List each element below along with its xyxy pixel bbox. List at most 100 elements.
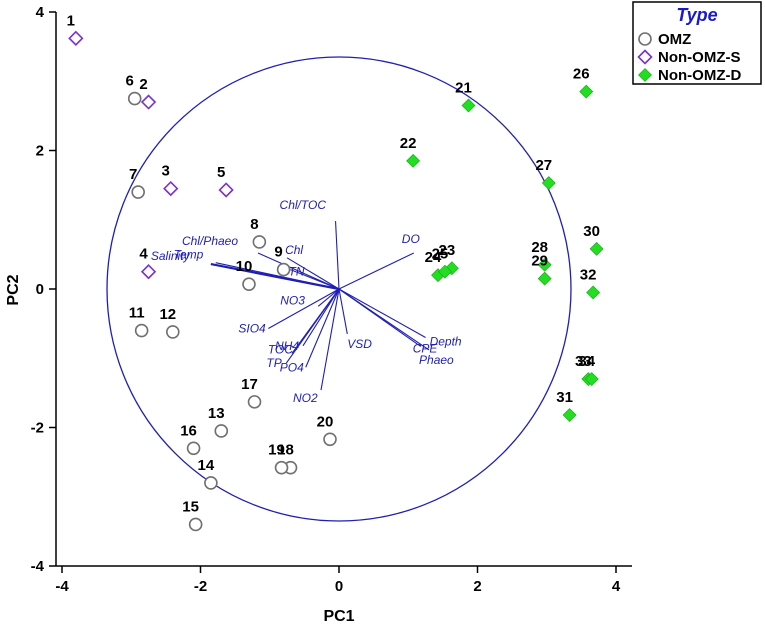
y-tick-label: -2 bbox=[31, 420, 44, 437]
loading-vector bbox=[302, 288, 340, 347]
point-label: 10 bbox=[236, 258, 253, 275]
vector-label: Phaeo bbox=[419, 353, 454, 367]
data-point bbox=[204, 476, 218, 490]
point-label: 25 bbox=[432, 246, 449, 263]
legend-box bbox=[632, 1, 762, 85]
x-axis-label: PC1 bbox=[323, 608, 354, 625]
vector-label: Chl bbox=[285, 243, 303, 257]
legend-label: Non-OMZ-D bbox=[658, 67, 741, 84]
point-label: 8 bbox=[250, 216, 258, 233]
legend-title: Type bbox=[676, 5, 717, 25]
x-tick-label: -2 bbox=[194, 578, 207, 595]
data-point bbox=[406, 153, 421, 168]
point-label: 5 bbox=[217, 164, 225, 181]
point-label: 26 bbox=[573, 66, 590, 83]
data-point bbox=[541, 176, 556, 190]
data-point bbox=[589, 241, 604, 256]
y-axis-label: PC2 bbox=[5, 274, 22, 305]
legend-marker bbox=[637, 49, 653, 65]
point-label: 34 bbox=[578, 353, 595, 370]
data-point bbox=[131, 185, 145, 199]
x-tick-label: 4 bbox=[612, 578, 621, 595]
loading-vector bbox=[257, 252, 340, 290]
vector-label: TN bbox=[289, 265, 305, 279]
loading-vector-emphasis bbox=[210, 262, 340, 291]
data-point bbox=[274, 460, 289, 475]
data-point bbox=[140, 94, 157, 110]
point-label: 29 bbox=[531, 253, 548, 270]
point-label: 18 bbox=[277, 442, 294, 459]
data-point bbox=[68, 30, 84, 46]
point-label: 4 bbox=[139, 246, 148, 263]
y-tick-label: 4 bbox=[36, 4, 45, 21]
data-point bbox=[584, 372, 599, 386]
data-point bbox=[252, 235, 267, 249]
vector-label: Depth bbox=[430, 334, 462, 348]
point-label: 13 bbox=[208, 405, 225, 422]
correlation-circle bbox=[106, 56, 572, 522]
loading-vector bbox=[290, 269, 340, 290]
vector-label: CPE bbox=[413, 341, 439, 355]
vector-label: TOC bbox=[268, 342, 293, 356]
data-point bbox=[276, 262, 291, 277]
data-point bbox=[586, 285, 601, 300]
vector-label: TP bbox=[266, 356, 281, 370]
data-point bbox=[323, 432, 337, 447]
point-label: 14 bbox=[198, 457, 215, 474]
data-point bbox=[438, 264, 452, 279]
point-label: 21 bbox=[455, 79, 472, 96]
loading-vector bbox=[338, 288, 430, 351]
vector-label: VSD bbox=[347, 337, 372, 351]
vector-label: PO4 bbox=[280, 360, 304, 374]
data-point bbox=[537, 257, 552, 272]
point-label: 6 bbox=[126, 73, 134, 90]
data-point bbox=[247, 395, 262, 409]
loading-vector bbox=[338, 252, 415, 290]
vector-label: DO bbox=[402, 232, 420, 246]
x-tick-label: -4 bbox=[55, 578, 69, 595]
point-label: 20 bbox=[317, 413, 334, 430]
data-point bbox=[562, 408, 577, 422]
y-tick-label: -4 bbox=[31, 558, 45, 575]
vector-label: Chl/TOC bbox=[280, 198, 327, 212]
point-label: 24 bbox=[425, 249, 442, 266]
loading-vector bbox=[268, 288, 340, 329]
point-label: 32 bbox=[580, 266, 597, 283]
data-point bbox=[127, 91, 142, 106]
point-label: 27 bbox=[535, 157, 552, 174]
vector-label: Temp bbox=[174, 248, 204, 262]
data-point bbox=[461, 98, 476, 113]
y-tick-label: 0 bbox=[36, 281, 44, 298]
loading-vector bbox=[317, 288, 340, 307]
y-tick-label: 2 bbox=[36, 143, 44, 160]
legend-marker bbox=[638, 32, 652, 46]
loading-vector bbox=[320, 288, 340, 391]
loading-vector bbox=[338, 288, 348, 335]
data-point bbox=[218, 182, 234, 198]
point-label: 15 bbox=[182, 498, 199, 515]
vector-label: NO2 bbox=[293, 391, 318, 405]
data-point bbox=[579, 84, 594, 99]
point-label: 30 bbox=[583, 223, 600, 240]
loading-vector bbox=[286, 257, 340, 290]
data-point bbox=[163, 180, 179, 197]
legend-marker bbox=[638, 68, 652, 82]
point-label: 23 bbox=[439, 242, 456, 259]
data-point bbox=[537, 271, 552, 286]
data-point bbox=[214, 424, 229, 438]
point-label: 33 bbox=[575, 353, 592, 370]
point-label: 2 bbox=[139, 76, 147, 93]
point-label: 11 bbox=[129, 305, 145, 322]
point-label: 1 bbox=[67, 12, 75, 29]
data-point bbox=[188, 517, 203, 532]
data-point bbox=[134, 323, 149, 338]
vector-label: Salinity bbox=[151, 249, 191, 263]
point-label: 31 bbox=[556, 389, 573, 406]
data-point bbox=[166, 325, 180, 339]
point-label: 3 bbox=[162, 163, 170, 180]
vector-label: NH4 bbox=[275, 339, 299, 353]
x-tick-label: 0 bbox=[335, 578, 343, 595]
